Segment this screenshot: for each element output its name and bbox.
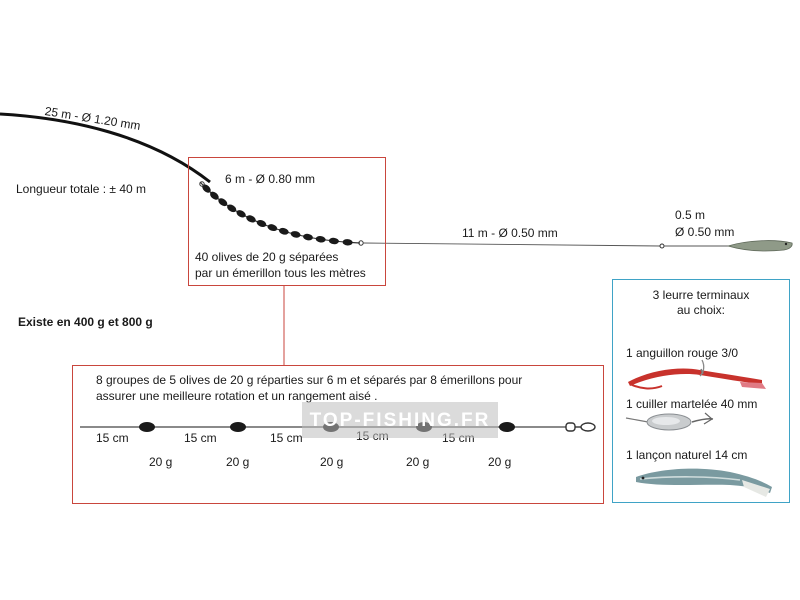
detail-box — [72, 365, 604, 504]
olive-weight — [278, 227, 289, 235]
olive-group-5 — [499, 422, 515, 432]
hammered-spoon-icon — [625, 412, 714, 431]
olive-weight — [267, 224, 278, 232]
end-length-label: 0.5 m — [675, 208, 706, 222]
weight-label-5: 20 g — [488, 455, 512, 469]
olive-weight — [342, 239, 353, 246]
availability-label: Existe en 400 g et 800 g — [18, 315, 153, 329]
weight-label-1: 20 g — [149, 455, 173, 469]
lures-title-2: au choix: — [676, 303, 726, 317]
weight-label-3: 20 g — [320, 455, 344, 469]
olive-weight — [218, 198, 228, 207]
main-line — [0, 112, 211, 184]
weight-label-4: 20 g — [406, 455, 430, 469]
lure-label-2: 1 cuiller martelée 40 mm — [626, 397, 758, 411]
olive-weight — [246, 215, 256, 223]
swivel — [199, 181, 205, 187]
leader-spec: 11 m - Ø 0.50 mm — [462, 226, 558, 240]
leader-line — [362, 242, 661, 247]
watermark-text: TOP-FISHING.FR — [309, 410, 491, 431]
olive-group-2 — [230, 422, 246, 432]
olive-weight — [256, 219, 267, 228]
lures-box — [612, 279, 790, 503]
olive-group-1 — [139, 422, 155, 432]
lure-label-3: 1 lançon naturel 14 cm — [626, 448, 748, 462]
weighted-section-desc-1: 40 olives de 20 g séparées — [195, 250, 339, 264]
detail-desc-2: assurer une meilleure rotation et un ran… — [96, 389, 378, 403]
olive-weight — [290, 231, 301, 238]
end-diameter-label: Ø 0.50 mm — [675, 225, 735, 239]
spacing-label-2: 15 cm — [184, 431, 217, 445]
olive-weight — [328, 237, 339, 245]
olive-weight — [210, 191, 219, 200]
terminal-lure-icon — [726, 240, 793, 252]
spacing-label-1: 15 cm — [96, 431, 129, 445]
olive-weight — [303, 233, 313, 241]
detail-desc-1: 8 groupes de 5 olives de 20 g réparties … — [96, 373, 523, 387]
swivel — [659, 243, 665, 249]
lure-label-1: 1 anguillon rouge 3/0 — [626, 346, 739, 360]
swivel-snap-icon — [565, 422, 596, 432]
olive-weight — [202, 184, 211, 193]
weighted-section-desc-2: par un émerillon tous les mètres — [195, 266, 366, 280]
red-eel-lure-icon — [628, 359, 766, 390]
sand-eel-lure-icon — [636, 468, 772, 497]
total-length-label: Longueur totale : ± 40 m — [16, 182, 147, 196]
watermark: TOP-FISHING.FR — [302, 402, 498, 438]
weighted-section-spec: 6 m - Ø 0.80 mm — [225, 172, 316, 186]
weight-label-2: 20 g — [226, 455, 250, 469]
weighted-section-box — [188, 157, 386, 286]
spacing-label-3: 15 cm — [270, 431, 303, 445]
olive-weight — [315, 236, 326, 243]
olive-weight — [227, 204, 237, 213]
olive-weight — [236, 210, 246, 218]
lures-title-1: 3 leurre terminaux — [652, 288, 750, 302]
olive-chain — [202, 184, 353, 246]
